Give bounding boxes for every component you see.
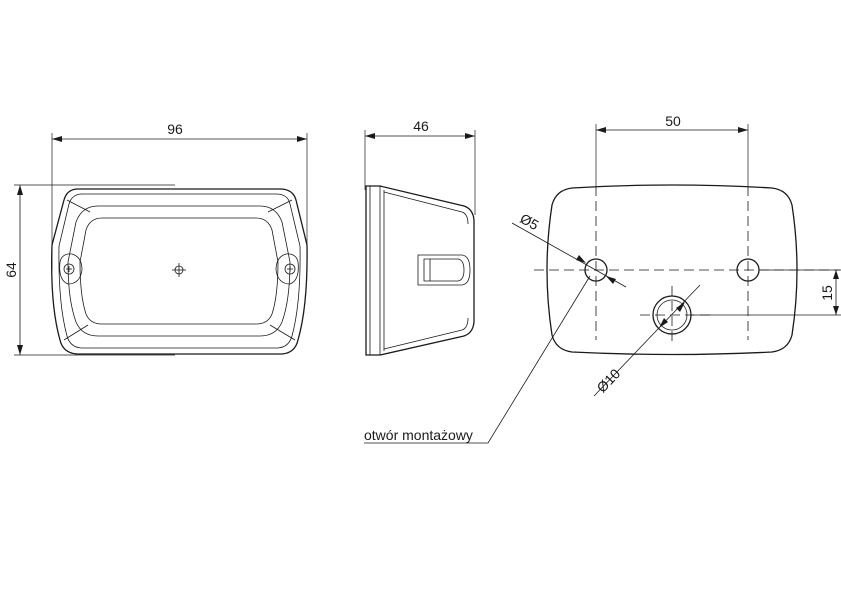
screw-icon [284, 263, 296, 275]
cable-hole-inner [656, 299, 688, 331]
front-view: 96 64 [3, 121, 308, 356]
arrow-head [297, 136, 307, 142]
screw-lug-right [275, 253, 299, 285]
back-spacing-value: 50 [665, 113, 681, 129]
lamp-housing-inner-edge [58, 193, 301, 349]
arrow-head [52, 136, 62, 142]
arrow-head [465, 133, 475, 139]
side-housing-outline [365, 185, 475, 356]
back-housing-outline [546, 184, 798, 356]
side-top-contour [383, 191, 469, 225]
bevel-line [63, 324, 89, 341]
side-view: 46 [364, 118, 476, 356]
back-view: 50 15 Ø5 Ø10 otwór montażowy [364, 113, 841, 444]
arrow-head [833, 270, 839, 279]
side-depth-value: 46 [413, 118, 429, 134]
mounting-hole-right [736, 258, 760, 282]
arrow-head [596, 127, 606, 133]
bevel-line [66, 199, 91, 213]
front-width-value: 96 [167, 121, 183, 137]
arrow-head [17, 345, 23, 355]
mounting-hole-left [584, 258, 608, 282]
mounting-hole-label: otwór montażowy [364, 427, 473, 443]
back-offset-value: 15 [819, 285, 835, 301]
arrow-head [833, 306, 839, 315]
lens-inner-outline [79, 217, 279, 325]
large-hole-leader [593, 284, 701, 397]
bevel-line [269, 324, 296, 341]
mounting-hole-leader [364, 275, 591, 444]
side-connector-inner [423, 258, 465, 282]
arrow-head [606, 276, 616, 284]
front-height-value: 64 [3, 262, 19, 278]
small-hole-diameter: Ø5 [517, 210, 541, 233]
arrow-head [738, 127, 748, 133]
lens-outline [67, 205, 291, 337]
screw-icon [63, 263, 75, 275]
arrow-head [576, 255, 586, 263]
screw-lug-left [59, 253, 83, 285]
bevel-line [267, 199, 293, 213]
side-connector-outline [417, 254, 471, 286]
arrow-head [659, 318, 668, 328]
arrow-head [676, 302, 685, 312]
arrow-head [365, 133, 375, 139]
lamp-housing-outline [51, 188, 308, 355]
arrow-head [17, 185, 23, 195]
side-bottom-contour [383, 317, 469, 350]
